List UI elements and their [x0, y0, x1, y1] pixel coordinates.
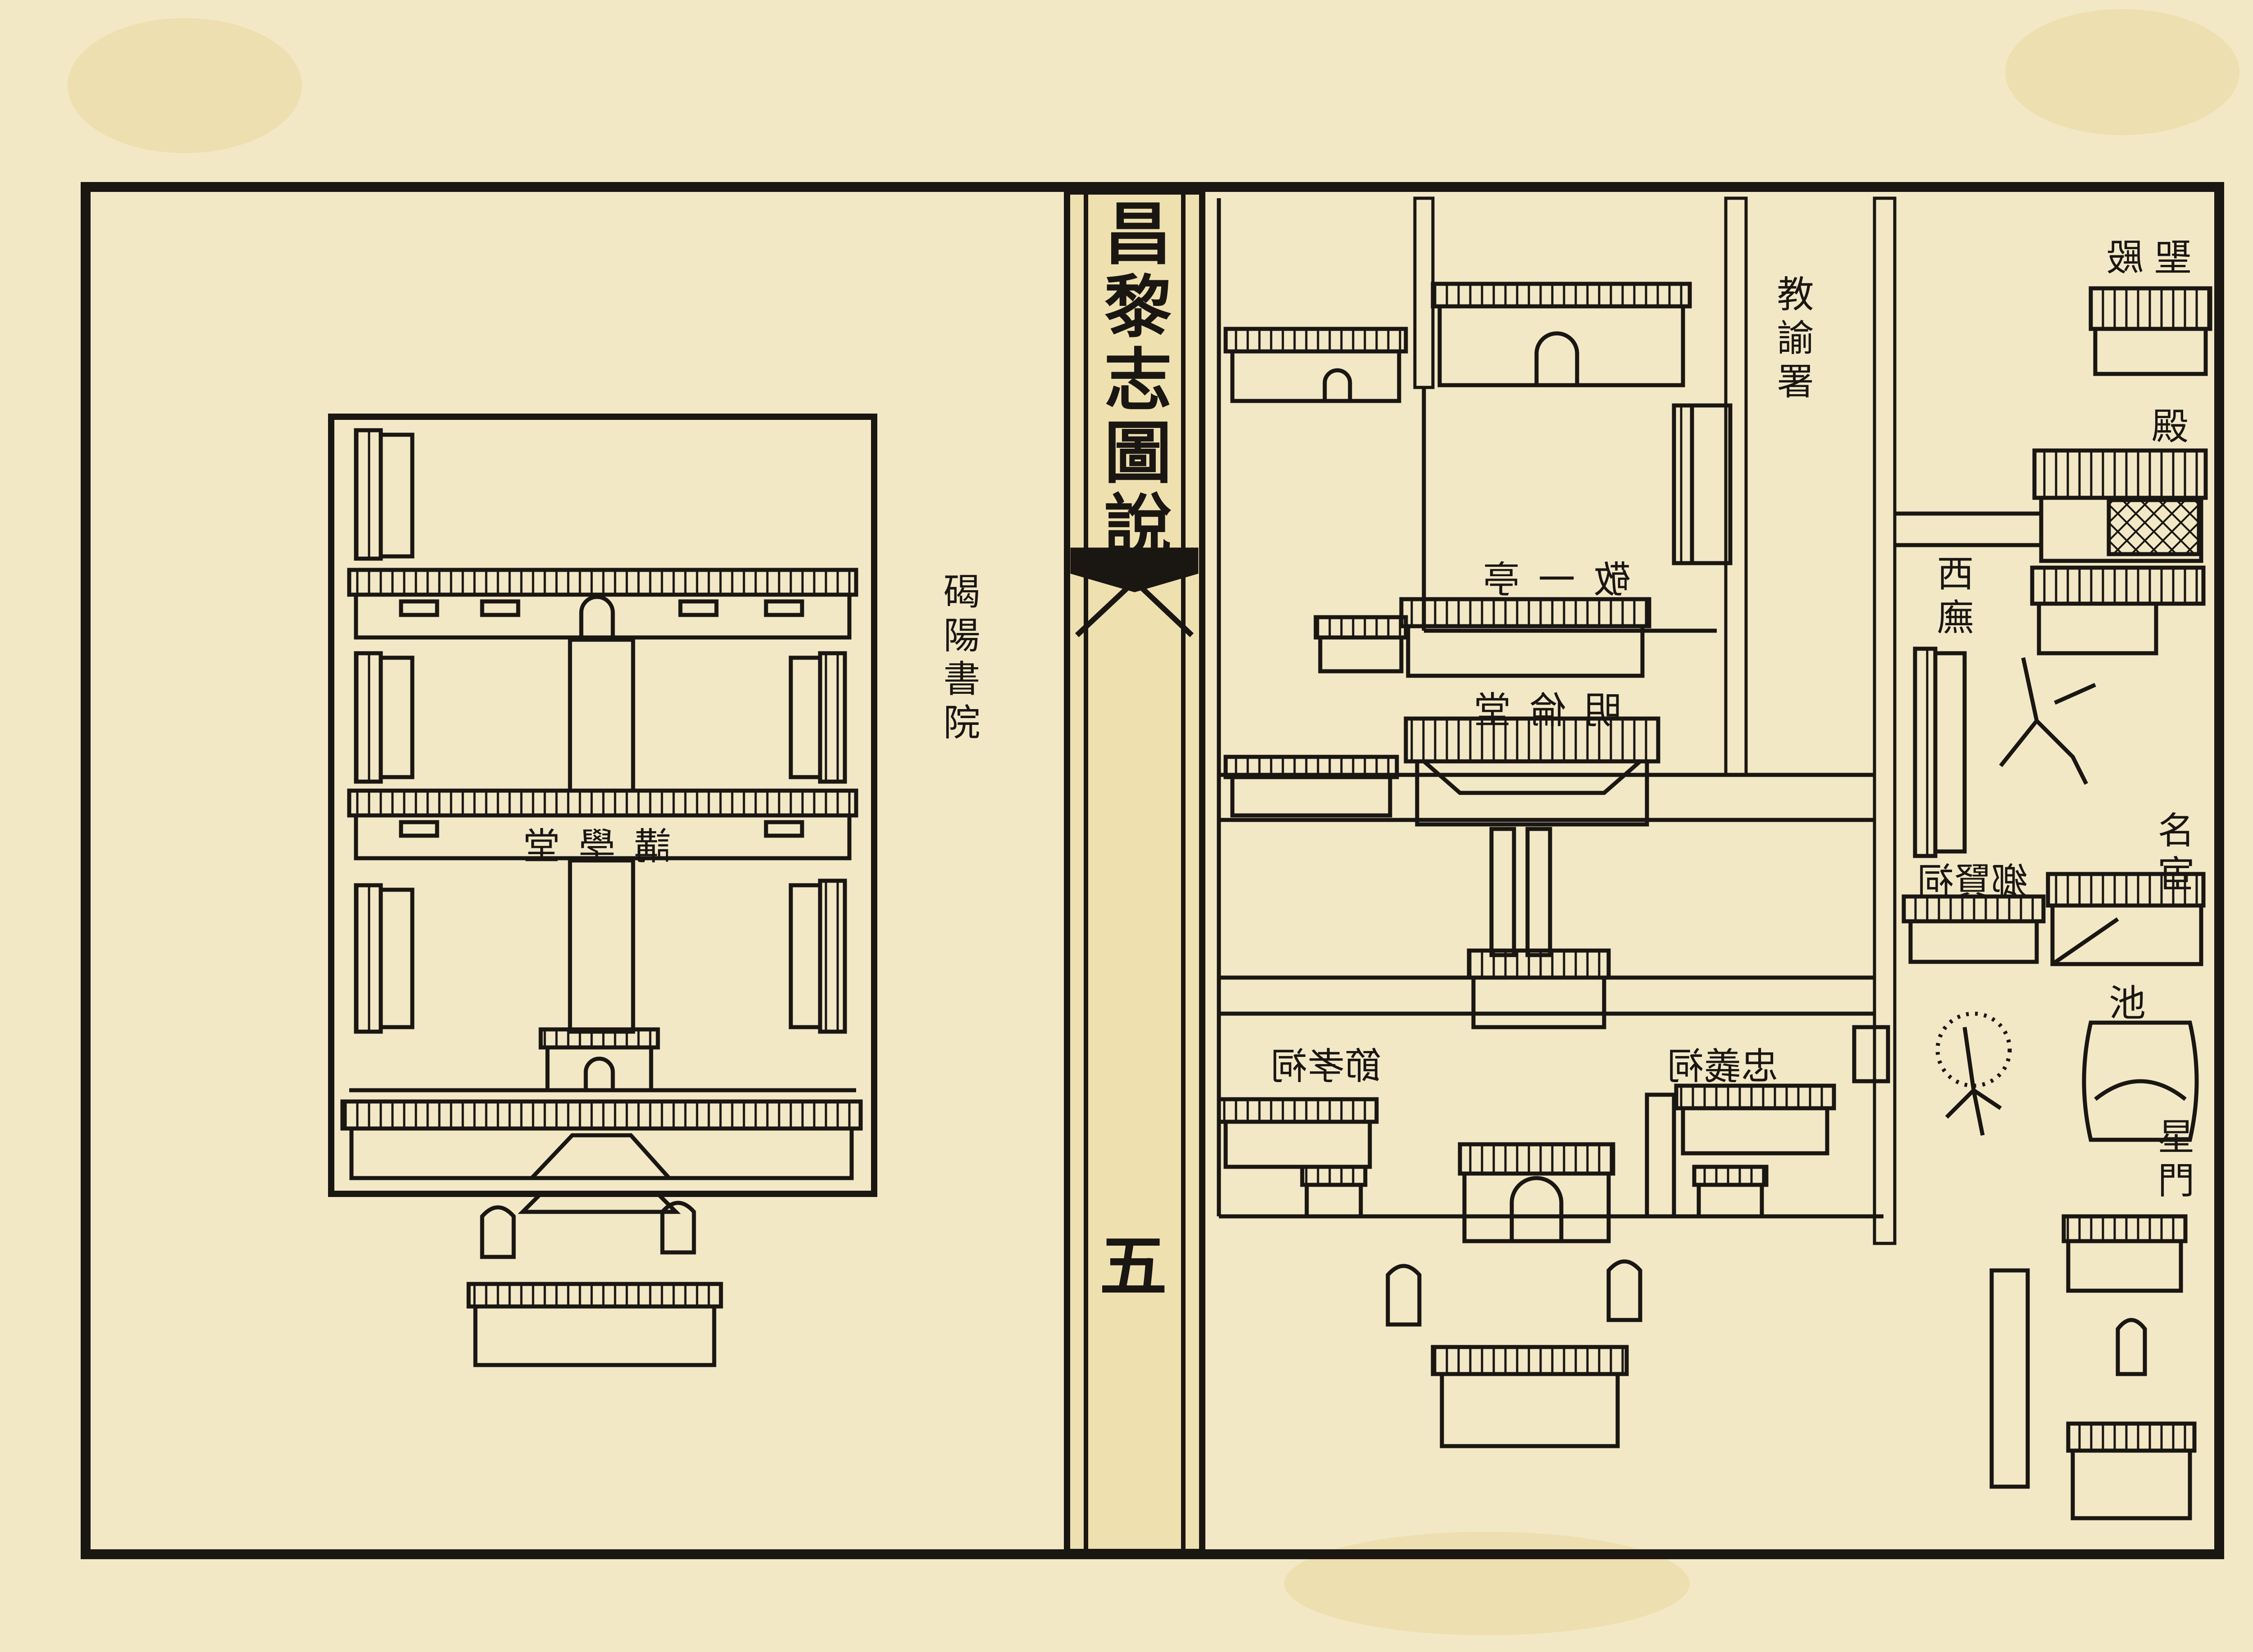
page-number: 五: [1099, 1227, 1168, 1306]
school-title-label: 碣陽書院: [937, 572, 980, 747]
lingxing-gate-label: 星門: [2151, 1117, 2194, 1205]
paper-stain: [1284, 1532, 1690, 1635]
dian-label: 殿: [2152, 405, 2189, 448]
jingyi-ting-label: 敬一亭: [1464, 559, 1631, 601]
zhongyi-ci-label: 忠義祠: [1667, 1045, 1779, 1088]
jiexiao-ci-label: 節孝祠: [1271, 1045, 1382, 1088]
book-title: 昌黎志圖說: [1093, 198, 1172, 563]
paper-stain: [68, 18, 302, 153]
sheng-dian-label: 聖殿: [2095, 237, 2192, 279]
xiangxian-ci-label: 鄉賢祠: [1917, 860, 2029, 903]
paper-stain: [2005, 9, 2239, 135]
pond-label: 池: [2109, 982, 2146, 1025]
minghuan-label: 名宦: [2151, 811, 2194, 898]
jiaoyu-shu-label: 教諭署: [1770, 275, 1813, 406]
lecture-hall-label: 講學堂: [505, 825, 671, 868]
xi-wu-label: 西廡: [1930, 554, 1973, 642]
minglun-tang-label: 明倫堂: [1455, 689, 1622, 732]
